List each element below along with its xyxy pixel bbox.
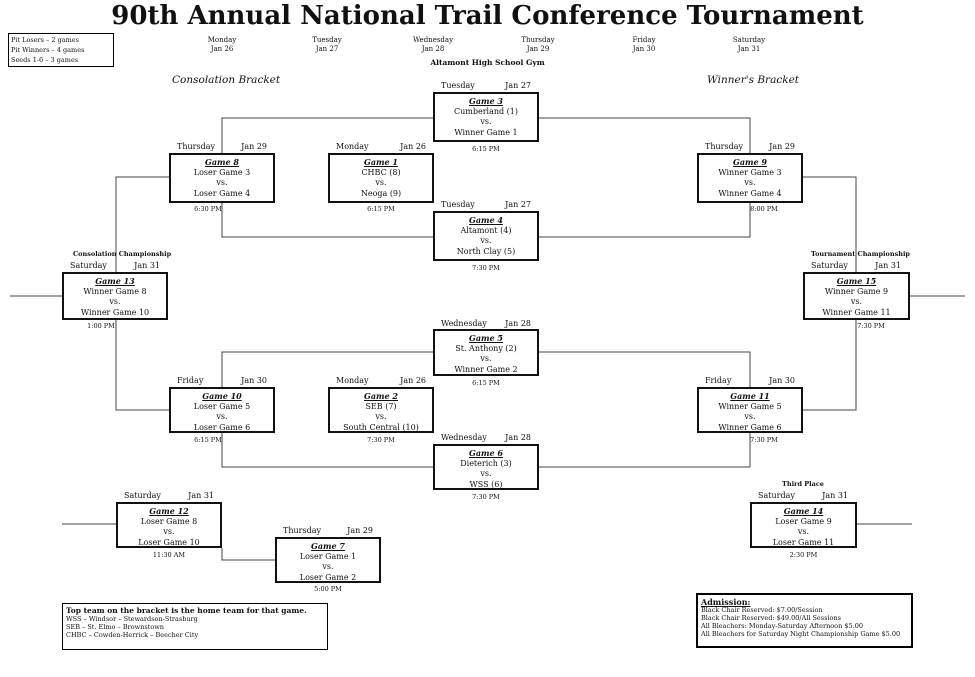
home-team-note: Top team on the bracket is the home team…	[62, 603, 328, 650]
legend-line: Seeds 1-6 – 3 games	[11, 56, 79, 64]
note-heading: Top team on the bracket is the home team…	[66, 606, 307, 615]
game-12-time: 11:30 AM	[152, 551, 186, 559]
game-5-time: 6:15 PM	[472, 379, 500, 387]
game-7-time: 5:00 PM	[314, 585, 342, 593]
game-15-time: 7:30 PM	[857, 322, 885, 330]
game-4-time: 7:30 PM	[472, 264, 500, 272]
note-line: CHBC – Cowden-Herrick – Beecher City	[66, 631, 199, 639]
game-6-time: 7:30 PM	[472, 493, 500, 501]
game-3-time: 6:15 PM	[472, 145, 500, 153]
legend-line: Pit Winners – 4 games	[11, 46, 85, 54]
winners-bracket-label: Winner's Bracket	[707, 74, 800, 86]
admission-heading: Admission:	[701, 597, 751, 607]
note-line: SEB – St. Elmo – Brownstown	[66, 623, 164, 631]
game-1-time: 6:15 PM	[367, 205, 395, 213]
legend-line: Pit Losers – 2 games	[11, 36, 79, 44]
game-11-time: 7:30 PM	[750, 436, 778, 444]
third-place-label: Third Place	[782, 480, 824, 488]
consolation-bracket-label: Consolation Bracket	[172, 74, 281, 86]
page-title: 90th Annual National Trail Conference To…	[111, 1, 864, 31]
game-2-time: 7:30 PM	[367, 436, 395, 444]
game-8-time: 6:30 PM	[194, 205, 222, 213]
legend-box: Pit Losers – 2 games Pit Winners – 4 gam…	[8, 33, 114, 67]
admission-line: All Bleachers for Saturday Night Champio…	[701, 630, 901, 638]
game-13-time: 1:00 PM	[87, 322, 115, 330]
note-line: WSS – Windsor – Stewardson-Strasburg	[66, 615, 198, 623]
game-14-time: 2:30 PM	[789, 551, 818, 559]
admission-line: All Bleachers: Monday-Saturday Afternoon…	[701, 622, 863, 630]
game-10-time: 6:15 PM	[194, 436, 222, 444]
admission-line: Black Chair Reserved: $49.00/All Session…	[701, 614, 841, 622]
venue-label: Altamont High School Gym	[430, 58, 545, 67]
game-9-time: 8:00 PM	[750, 205, 778, 213]
tournament-championship-label: Tournament Championship	[811, 250, 910, 258]
admission-box: Admission: Black Chair Reserved: $7.00/S…	[696, 593, 913, 648]
admission-line: Black Chair Reserved: $7.00/Session	[701, 606, 823, 614]
consolation-championship-label: Consolation Championship	[73, 250, 172, 258]
